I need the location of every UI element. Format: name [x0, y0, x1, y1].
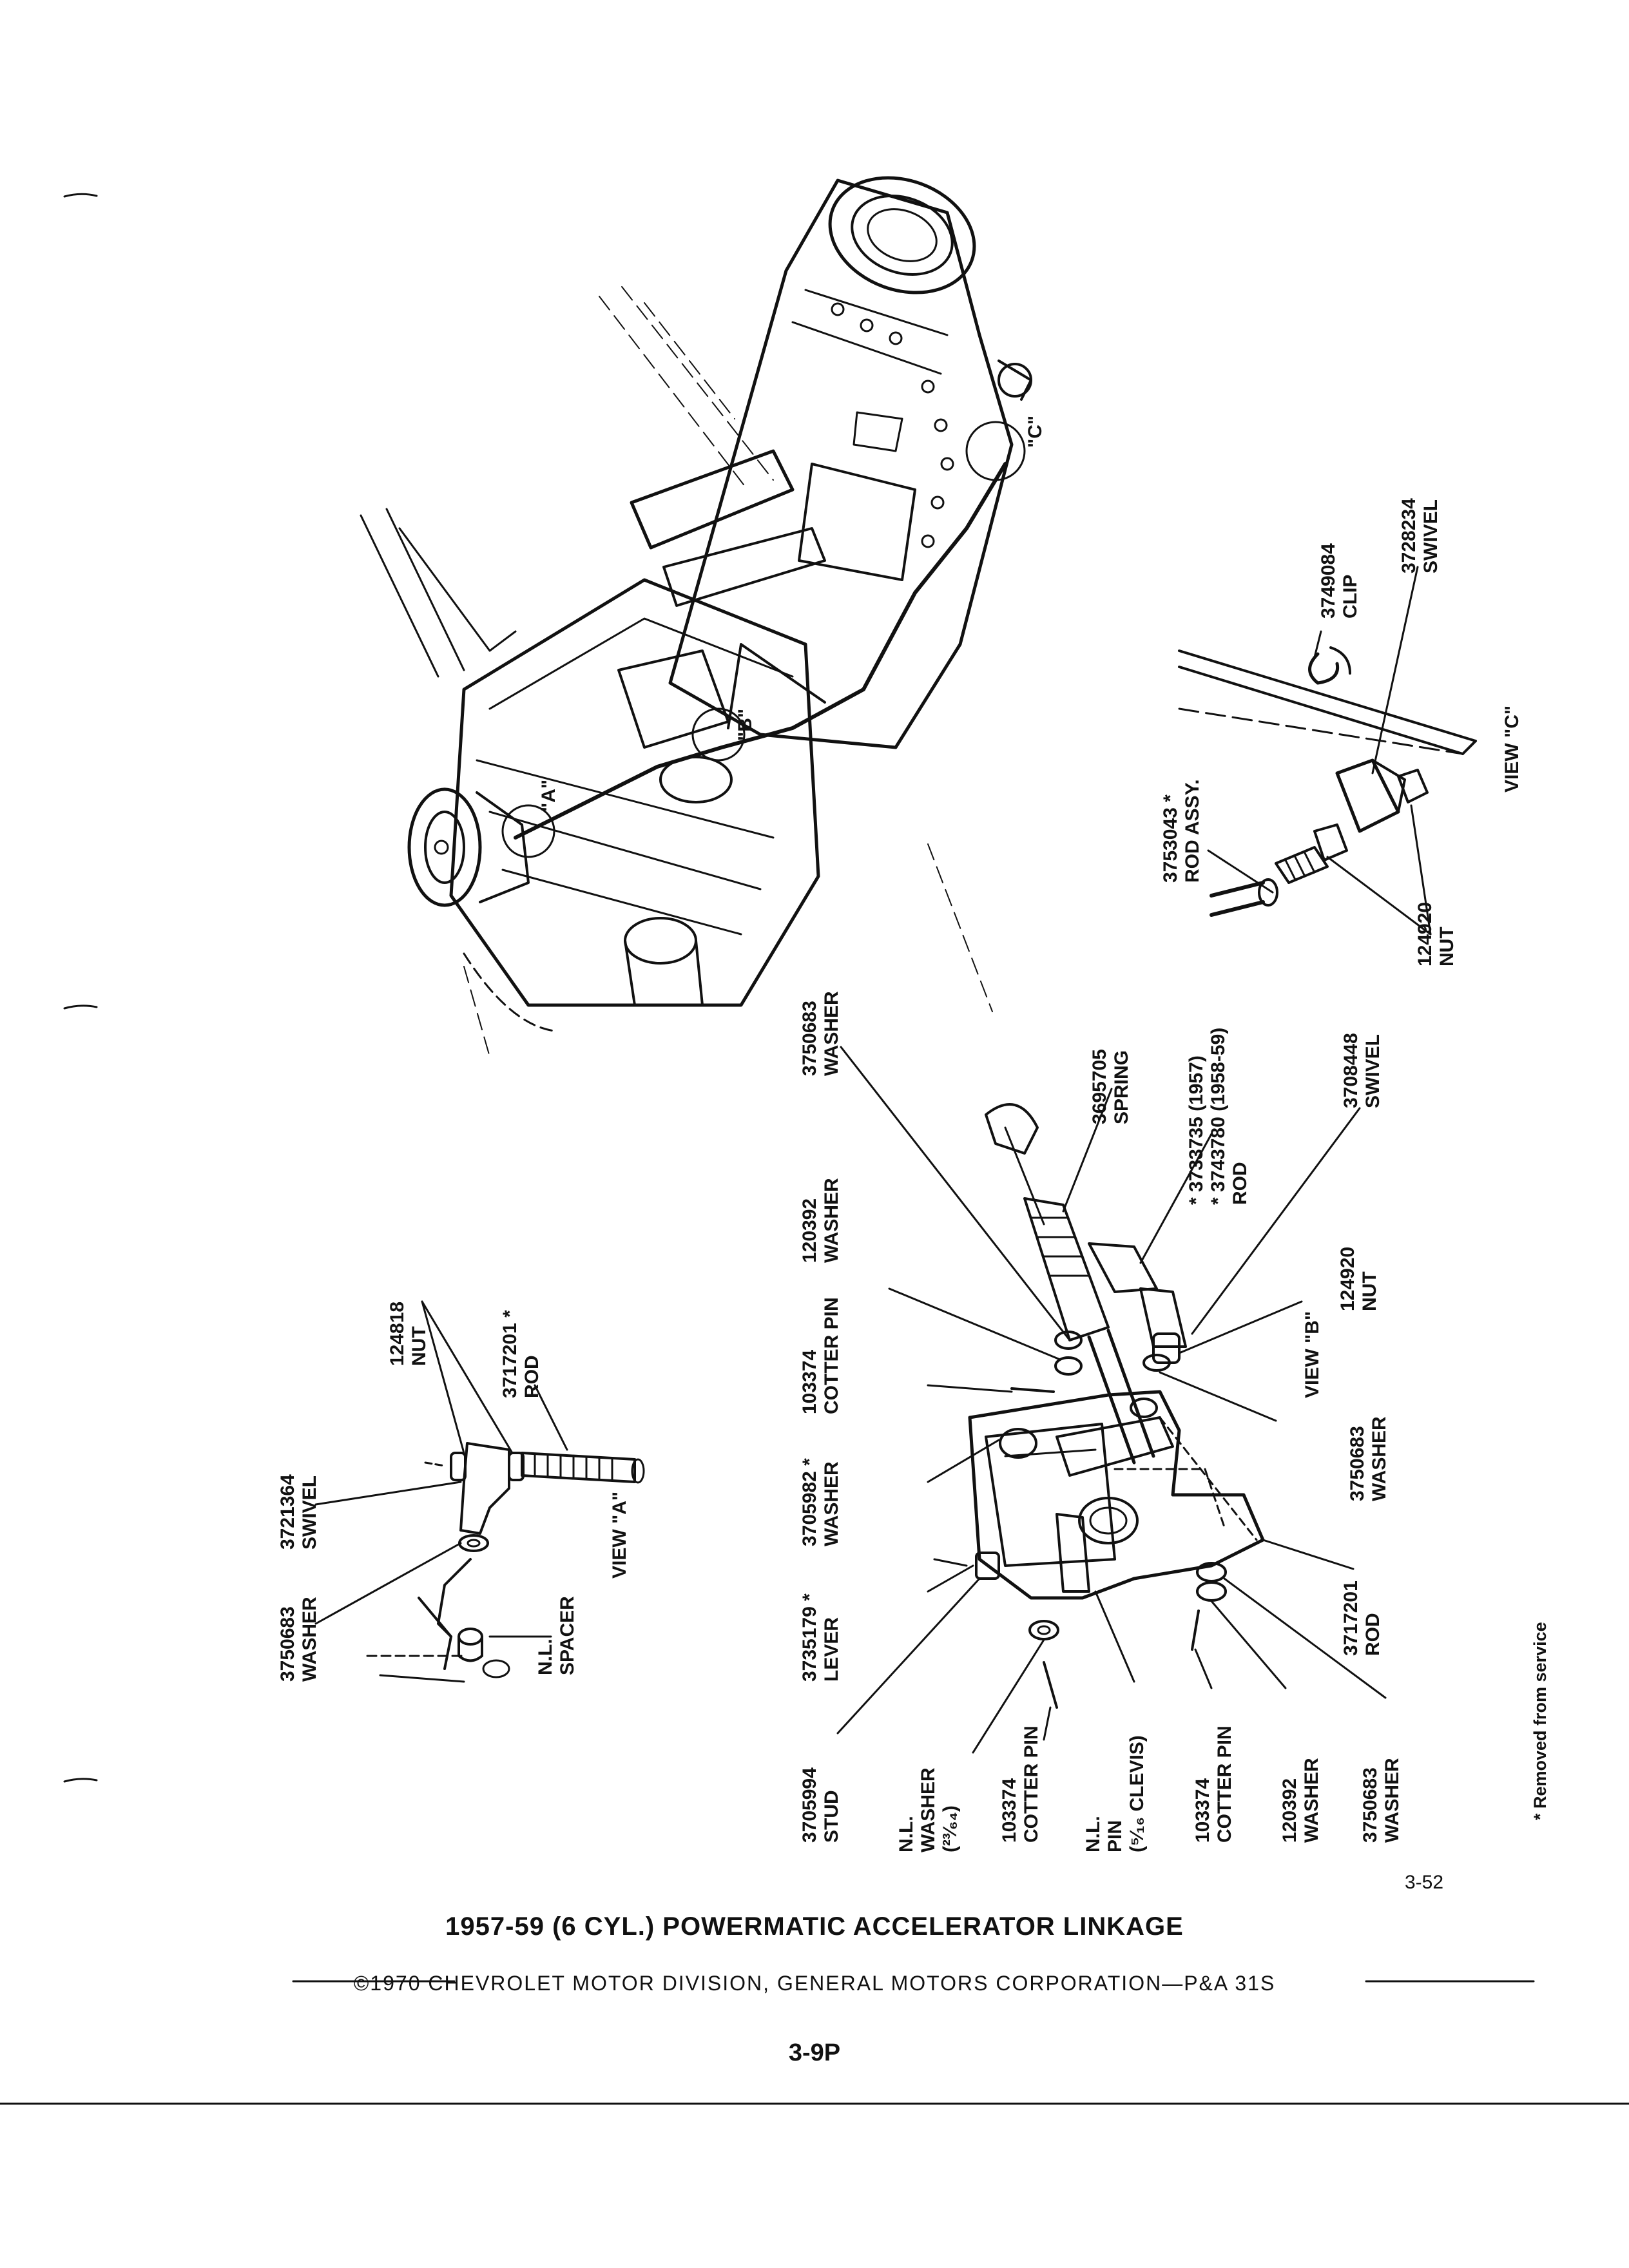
- view-b-washer-3705982-label: 3705982 * WASHER: [799, 1458, 842, 1546]
- view-b-nl-pin-label: N.L. PIN (⁵⁄₁₆ CLEVIS): [1083, 1735, 1148, 1852]
- view-a-drawing: [314, 1300, 645, 1683]
- view-b-washer-120392-label: 120392 WASHER: [799, 1178, 842, 1263]
- margin-marks: [63, 193, 98, 1783]
- callout-a: "A": [538, 779, 559, 812]
- view-b-cotter-br-label: 103374 COTTER PIN: [1192, 1725, 1235, 1843]
- view-c-caption: VIEW "C": [1501, 705, 1523, 793]
- view-b-lever-label: 3735179 * LEVER: [799, 1593, 842, 1682]
- view-a-washer-label: 3750683 WASHER: [277, 1597, 320, 1682]
- view-b-washer-br-label: 120392 WASHER: [1279, 1758, 1322, 1843]
- view-c-swivel-label: 3728234 SWIVEL: [1398, 498, 1441, 573]
- view-b-washer-top-label: 3750683 WASHER: [799, 991, 842, 1076]
- view-c-drawing: [1178, 566, 1477, 936]
- figure-ref: 3-52: [1405, 1872, 1444, 1893]
- view-b-rod-3717201-label: 3717201 ROD: [1340, 1581, 1383, 1656]
- view-b-nut-label: 124920 NUT: [1337, 1246, 1380, 1311]
- copyright-line: ©1970 CHEVROLET MOTOR DIVISION, GENERAL …: [353, 1972, 1276, 1995]
- view-b-nl-washer-label: N.L. WASHER (²³⁄₆₄): [896, 1767, 961, 1852]
- engine-transmission-drawing: [360, 176, 1032, 1057]
- view-a-caption: VIEW "A": [609, 1491, 630, 1579]
- view-b-rod-3733735-label: * 3733735 (1957) * 3743780 (1958-59) ROD: [1186, 1027, 1251, 1205]
- view-a-spacer-label: N.L. SPACER: [535, 1596, 578, 1675]
- view-b-spring-label: 3695705 SPRING: [1089, 1049, 1132, 1124]
- callout-b: "B": [735, 708, 756, 741]
- view-b-drawing: [836, 1046, 1387, 1754]
- view-a-swivel-label: 3721364 SWIVEL: [277, 1474, 320, 1550]
- view-a-nut-label: 124818 NUT: [387, 1301, 430, 1366]
- view-b-cotter-bl-label: 103374 COTTER PIN: [999, 1725, 1042, 1843]
- view-b-washer-br2-label: 3750683 WASHER: [1360, 1758, 1403, 1843]
- rule-lines: [0, 1980, 1629, 2105]
- callout-c: "C": [1025, 415, 1046, 448]
- view-b-stud-label: 3705994 STUD: [799, 1767, 842, 1843]
- view-b-washer-mid-label: 3750683 WASHER: [1347, 1416, 1390, 1501]
- view-a-rod-label: 3717201 * ROD: [499, 1310, 543, 1398]
- view-b-cotter-top-label: 103374 COTTER PIN: [799, 1297, 842, 1414]
- view-c-clip-label: 3749084 CLIP: [1318, 543, 1361, 619]
- view-b-caption: VIEW "B": [1302, 1311, 1323, 1398]
- footnote: * Removed from service: [1530, 1622, 1550, 1820]
- page-number: 3-9P: [788, 2039, 841, 2066]
- view-b-swivel-label: 3708448 SWIVEL: [1340, 1033, 1383, 1108]
- view-c-rod-assy-label: 3753043 * ROD ASSY.: [1160, 779, 1203, 883]
- view-c-nut-label: 124920 NUT: [1414, 901, 1458, 966]
- page-title: 1957-59 (6 CYL.) POWERMATIC ACCELERATOR …: [445, 1912, 1184, 1941]
